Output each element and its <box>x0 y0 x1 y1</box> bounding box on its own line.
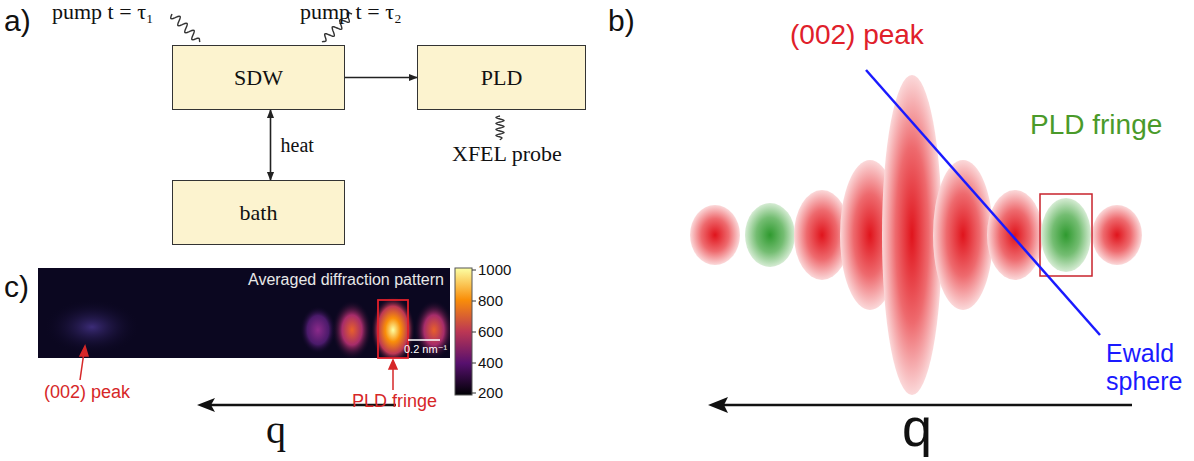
axis-label: q <box>902 398 932 457</box>
pump-label: pump t = τ₁ <box>52 0 154 24</box>
colorbar-ticks <box>472 270 476 393</box>
peak-label: (002) peak <box>44 383 130 403</box>
colorbar-tick: 600 <box>478 324 503 341</box>
panel-label: a) <box>4 4 31 37</box>
process-box: PLD <box>417 45 586 110</box>
colorbar-tick: 1000 <box>478 262 511 279</box>
panel-label: c) <box>4 270 29 303</box>
axis-label: q <box>266 408 286 452</box>
pump-wave <box>496 116 504 140</box>
connector-arrow <box>345 77 417 79</box>
colorbar <box>455 268 472 395</box>
colorbar-tick: 400 <box>478 355 503 372</box>
process-box: bath <box>172 180 345 245</box>
fringe-label: PLD fringe <box>352 392 437 412</box>
edge-label: heat <box>279 134 316 157</box>
ewald-label: Ewald sphere <box>1106 340 1192 395</box>
colorbar-tick: 800 <box>478 293 503 310</box>
fringe-box <box>1040 194 1092 276</box>
node-text: SDW <box>234 65 283 91</box>
probe-label: XFEL probe <box>452 142 562 166</box>
image-title: Averaged diffraction pattern <box>248 271 444 289</box>
process-box: SDW <box>172 45 345 110</box>
node-text: bath <box>240 200 278 226</box>
diffraction-image <box>38 268 486 364</box>
pump-label: pump t = τ₂ <box>300 0 402 24</box>
panel-label: b) <box>608 4 635 37</box>
peak-label: (002) peak <box>790 20 924 51</box>
pump-wave <box>171 14 200 42</box>
scale-bar-label: 0.2 nm⁻¹ <box>404 343 447 355</box>
fringe-label: PLD fringe <box>1030 110 1162 141</box>
connector-arrow <box>270 110 272 180</box>
node-text: PLD <box>481 65 523 91</box>
colorbar-tick: 200 <box>478 385 503 402</box>
